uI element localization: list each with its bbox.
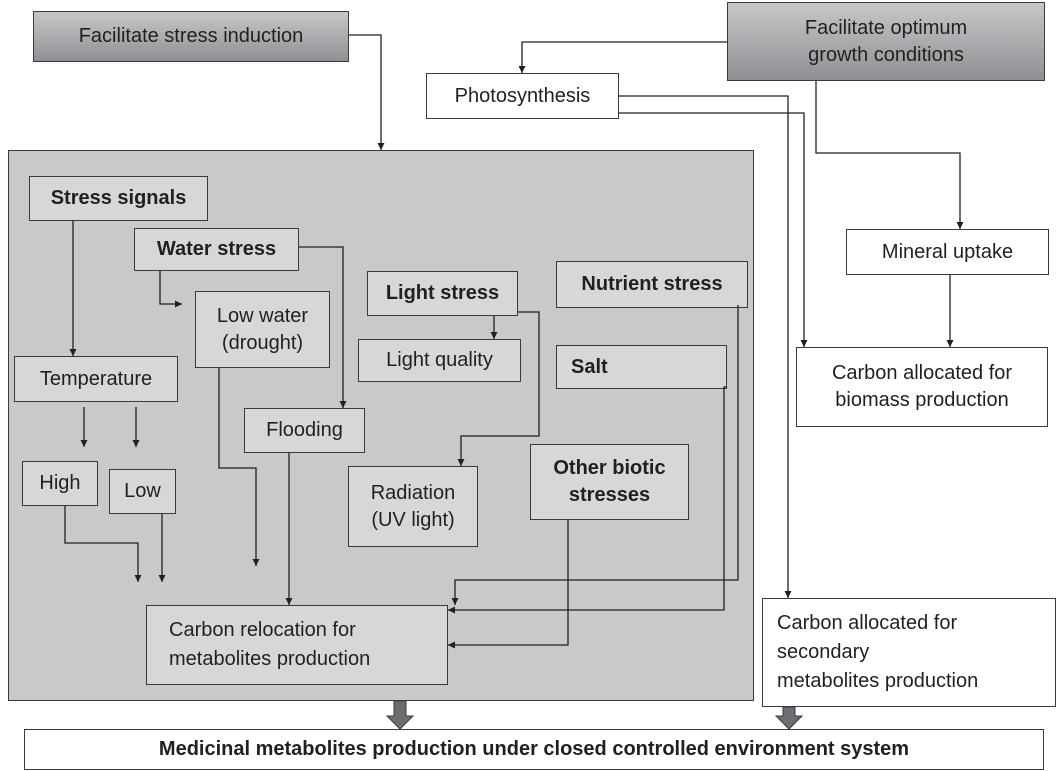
flooding-box: Flooding [244,408,365,453]
arrow-stress-induction-to-panel [349,34,385,150]
arrow-nutrient-to-relocation [451,305,739,605]
photosynthesis-box: Photosynthesis [426,73,619,119]
arrow-high-to-relocation [64,506,142,582]
light-stress-box: Light stress [367,271,518,316]
temperature-box: Temperature [14,356,178,402]
carbon-biomass-box: Carbon allocated for biomass production [796,347,1048,427]
water-stress-box: Water stress [134,228,299,271]
facilitate-optimum-growth-box: Facilitate optimum growth conditions [727,2,1045,81]
arrow-low-water-to-relocation [218,368,260,566]
facilitate-stress-induction-box: Facilitate stress induction [33,11,349,62]
arrow-water-stress-to-flooding [299,246,347,408]
arrow-other-biotic-to-relocation [448,520,569,649]
block-arrow-secondary-to-footer [774,706,804,730]
stress-signals-box: Stress signals [29,176,208,221]
medicinal-metabolites-footer: Medicinal metabolites production under c… [24,729,1044,770]
radiation-box: Radiation (UV light) [348,466,478,547]
low-water-box: Low water (drought) [195,291,330,368]
mineral-uptake-box: Mineral uptake [846,229,1049,275]
light-quality-box: Light quality [358,339,521,382]
arrow-photosynthesis-to-secondary [619,95,792,598]
arrow-growth-to-photosynthesis [518,41,727,73]
arrow-light-stress-to-radiation [457,311,540,466]
arrow-salt-to-relocation [448,386,727,614]
arrow-photosynthesis-to-biomass [619,112,808,347]
carbon-secondary-box: Carbon allocated for secondary metabolit… [762,598,1056,707]
other-biotic-stresses-box: Other biotic stresses [530,444,689,520]
block-arrow-panel-to-footer [385,700,415,730]
carbon-relocation-box: Carbon relocation for metabolites produc… [146,605,448,685]
arrow-water-stress-to-low-water [159,271,182,308]
salt-box: Salt [556,345,727,389]
nutrient-stress-box: Nutrient stress [556,261,748,308]
arrow-growth-to-mineral-uptake [815,81,964,229]
high-box: High [22,461,98,506]
low-box: Low [109,469,176,514]
